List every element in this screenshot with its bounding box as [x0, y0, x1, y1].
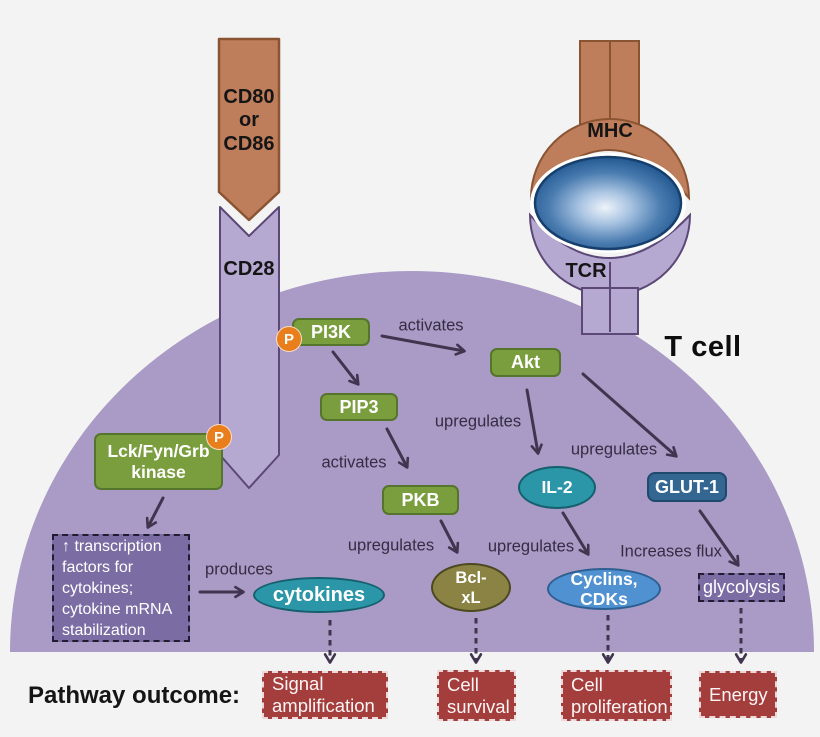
arrow-lck-transcription: [145, 496, 165, 529]
cd80-ligand-shape: [217, 37, 281, 222]
arrow-pkb-bclxl: [439, 519, 460, 554]
peptide-antigen: [533, 155, 683, 251]
signal-arrows: [145, 334, 740, 599]
upregulates-label-akt-il2: upregulates: [434, 412, 522, 431]
upregulates-label-akt-glut1: upregulates: [570, 440, 658, 459]
arrow-pi3k-pip3: [331, 350, 360, 386]
pi3k-node: PI3K: [292, 318, 370, 346]
mhc-label: MHC: [587, 120, 633, 143]
cd28-receptor-shape: [219, 206, 280, 489]
bclxl-node: Bcl- xL: [431, 563, 511, 612]
arrow-glut1-glycolysis: [698, 509, 740, 567]
pathway-outcome-heading: Pathway outcome:: [28, 682, 241, 709]
outcome-energy: Energy: [699, 671, 777, 718]
arrow-pi3k-akt: [380, 334, 466, 356]
mhc-dome-shape: [529, 118, 691, 201]
outcome-cell-survival: Cell survival: [437, 670, 516, 721]
arrow-pip3-pkb: [385, 427, 410, 469]
arrow-akt-il2: [525, 388, 543, 455]
produces-label: produces: [205, 560, 273, 579]
activates-label-pip3-pkb: activates: [321, 453, 387, 472]
upregulates-label-il2-cyclins: upregulates: [487, 537, 575, 556]
increases-flux-label: Increases flux: [620, 542, 722, 561]
lck-fyn-grb-kinase-node: Lck/Fyn/Grb kinase: [94, 433, 223, 490]
activates-label-pi3k-akt: activates: [398, 316, 464, 335]
phospho-p-lck: P: [206, 424, 232, 450]
arrow-akt-glut1: [581, 372, 678, 458]
t-cell-label: T cell: [664, 330, 742, 363]
tcr-label: TCR: [565, 260, 607, 283]
pip3-node: PIP3: [320, 393, 398, 421]
outcome-cell-proliferation: Cell proliferation: [561, 670, 672, 721]
tcr-cup-shape: [528, 212, 692, 296]
akt-node: Akt: [490, 348, 561, 377]
upregulates-label-pkb-bclxl: upregulates: [347, 536, 435, 555]
tcr-stem: [581, 262, 639, 335]
phospho-p-pi3k: P: [276, 326, 302, 352]
cd28-label: CD28: [223, 258, 275, 281]
outcome-signal-amplification: Signal amplification: [262, 671, 388, 719]
il2-node: IL-2: [518, 466, 596, 509]
arrow-il2-cyclins: [561, 511, 590, 556]
pkb-node: PKB: [382, 485, 459, 515]
glut1-node: GLUT-1: [647, 472, 727, 502]
t-cell-membrane-shape: [10, 271, 814, 652]
cyclins-cdks-node: Cyclins, CDKs: [547, 568, 661, 610]
outcome-arrows: [323, 608, 748, 664]
cd80-label: CD80 or CD86: [223, 85, 275, 155]
glycolysis-node: glycolysis: [698, 573, 785, 602]
transcription-factors-node: ↑ transcription factors for cytokines; c…: [52, 534, 190, 642]
cytokines-node: cytokines: [253, 577, 385, 613]
